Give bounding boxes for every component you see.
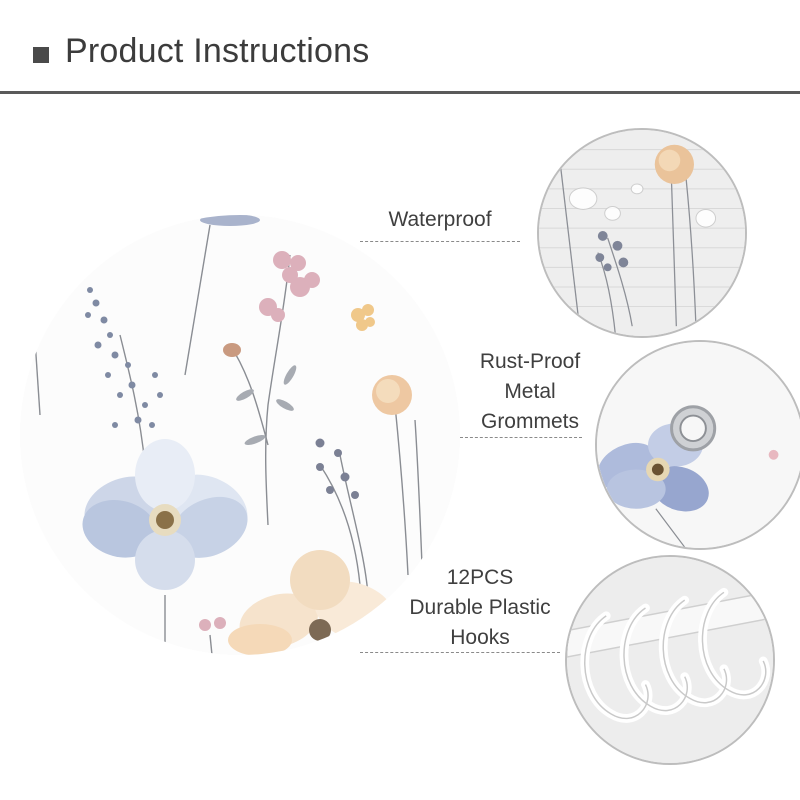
bullet-square-icon: [33, 47, 49, 63]
hooks-label: 12PCS Durable Plastic Hooks: [385, 563, 575, 653]
floral-pattern-illustration: [20, 215, 460, 655]
grommets-label: Rust-Proof Metal Grommets: [440, 347, 620, 437]
feature-line: Metal: [504, 380, 556, 403]
grommets-detail-image: [595, 340, 800, 550]
header-divider: [0, 91, 800, 94]
page-header: Product Instructions: [0, 0, 800, 96]
feature-line: Hooks: [450, 626, 510, 649]
leader-line: [460, 437, 582, 438]
feature-line: Durable Plastic: [409, 596, 551, 619]
feature-line: Rust-Proof: [479, 350, 581, 373]
feature-line: Waterproof: [388, 208, 492, 231]
plastic-hooks-icon: [567, 557, 773, 763]
page-title: Product Instructions: [65, 32, 370, 70]
feature-line: 12PCS: [446, 566, 514, 589]
feature-line: Grommets: [480, 410, 579, 433]
leader-line: [360, 652, 560, 653]
waterproof-label: Waterproof: [370, 205, 510, 235]
metal-grommet-icon: [597, 342, 800, 548]
waterproof-detail-image: [537, 128, 747, 338]
leader-line: [360, 241, 520, 242]
hooks-detail-image: [565, 555, 775, 765]
curtain-pattern-image: [20, 215, 460, 655]
water-drops-fabric-icon: [539, 130, 745, 336]
